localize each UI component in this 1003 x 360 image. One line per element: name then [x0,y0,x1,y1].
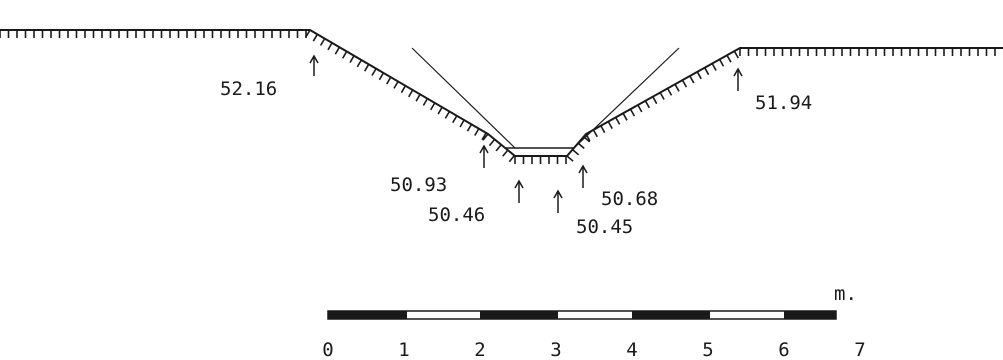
hatch-mark [349,55,355,64]
hatch-mark [592,129,598,138]
hatch-mark [718,59,725,67]
hatch-mark [334,46,341,55]
hatch-mark [585,133,591,142]
elevation-arrows [309,54,743,213]
scale-segment-3 [480,311,558,319]
hatch-mark [566,155,574,162]
hatch-mark [711,63,717,71]
scale-tick-label: 2 [474,339,485,360]
hatch-mark [378,72,385,81]
scale-tick-label: 0 [322,339,333,360]
hatch-mark [733,50,739,59]
hatch-mark [674,83,680,92]
hatch-mark [629,108,636,117]
hatch-mark [459,119,465,128]
scale-tick-label: 6 [778,339,789,360]
hatch-mark [430,102,436,111]
hatch-mark [481,132,487,141]
elevation-label-top-right: 51.94 [755,92,812,114]
hatch-mark [305,29,311,38]
hatch-mark [437,106,443,115]
hatch-mark [704,67,710,76]
hatch-mark [577,142,585,150]
hatch-mark [659,92,665,100]
elevation-label-top-left: 52.16 [220,78,277,100]
hatch-mark [327,42,333,51]
elevation-label-bottom-left: 50.46 [428,204,485,226]
hatch-mark [466,123,473,132]
arrow-top-right [733,67,743,91]
hatch-mark [666,88,673,96]
hatch-mark [319,38,326,46]
hatch-mark [400,85,407,94]
hatch-mark [607,121,613,129]
hatch-mark [637,104,643,113]
hatch-mark [726,54,732,63]
hatch-mark [502,149,509,157]
scale-segment-1 [328,311,407,319]
hatch-mark [600,125,606,134]
scale-tick-label: 1 [398,339,409,360]
elevation-label-bottom-right: 50.45 [576,216,633,238]
arrow-lower-left-slope [479,144,489,168]
hatch-mark [474,128,480,136]
design-slope-right [573,47,680,149]
arrow-bottom-right [553,189,563,213]
hatch-mark [488,138,496,147]
hatch-mark [444,111,451,119]
elevation-label-lower-left-slope: 50.93 [390,174,447,196]
hatch-mark [364,63,370,72]
hatch-mark [482,133,489,141]
arrow-bottom-left [514,179,524,203]
hatch-mark [371,68,377,76]
scale-segment-5 [632,311,710,319]
scale-tick-label: 3 [550,339,561,360]
hatch-mark [615,117,621,125]
hatch-mark [356,59,363,68]
arrow-top-left [309,54,319,76]
scale-tick-label: 4 [626,339,637,360]
hatch-mark [422,98,429,106]
hatch-mark [312,33,318,42]
scale-tick-label: 7 [854,339,865,360]
scale-tick-labels: 0 1 2 3 4 5 6 7 [322,339,865,360]
hatch-mark [393,81,399,89]
hatch-mark [622,112,628,121]
hatch-mark [583,136,591,143]
hatch-mark [342,50,348,59]
hatch-mark [495,144,502,152]
design-slope-left [411,47,516,149]
ground-profile-line [0,29,1003,157]
profile-hatching [0,29,996,164]
hatch-mark [652,96,658,105]
hatch-mark [452,115,458,124]
scale-bar: m. 0 1 2 3 4 5 6 7 [322,283,865,360]
arrow-lower-right-slope [578,164,588,188]
elevation-label-lower-right-slope: 50.68 [601,188,658,210]
hatch-mark [408,89,414,98]
hatch-mark [696,71,702,80]
scale-tick-label: 5 [702,339,713,360]
hatch-mark [415,93,421,102]
hatch-mark [386,76,392,85]
hatch-mark [644,100,650,109]
scale-segment-7 [784,311,836,319]
hatch-mark [572,148,580,156]
hatch-mark [508,154,516,163]
hatch-mark [681,79,688,88]
scale-unit-label: m. [834,283,857,305]
hatch-mark [689,75,695,84]
